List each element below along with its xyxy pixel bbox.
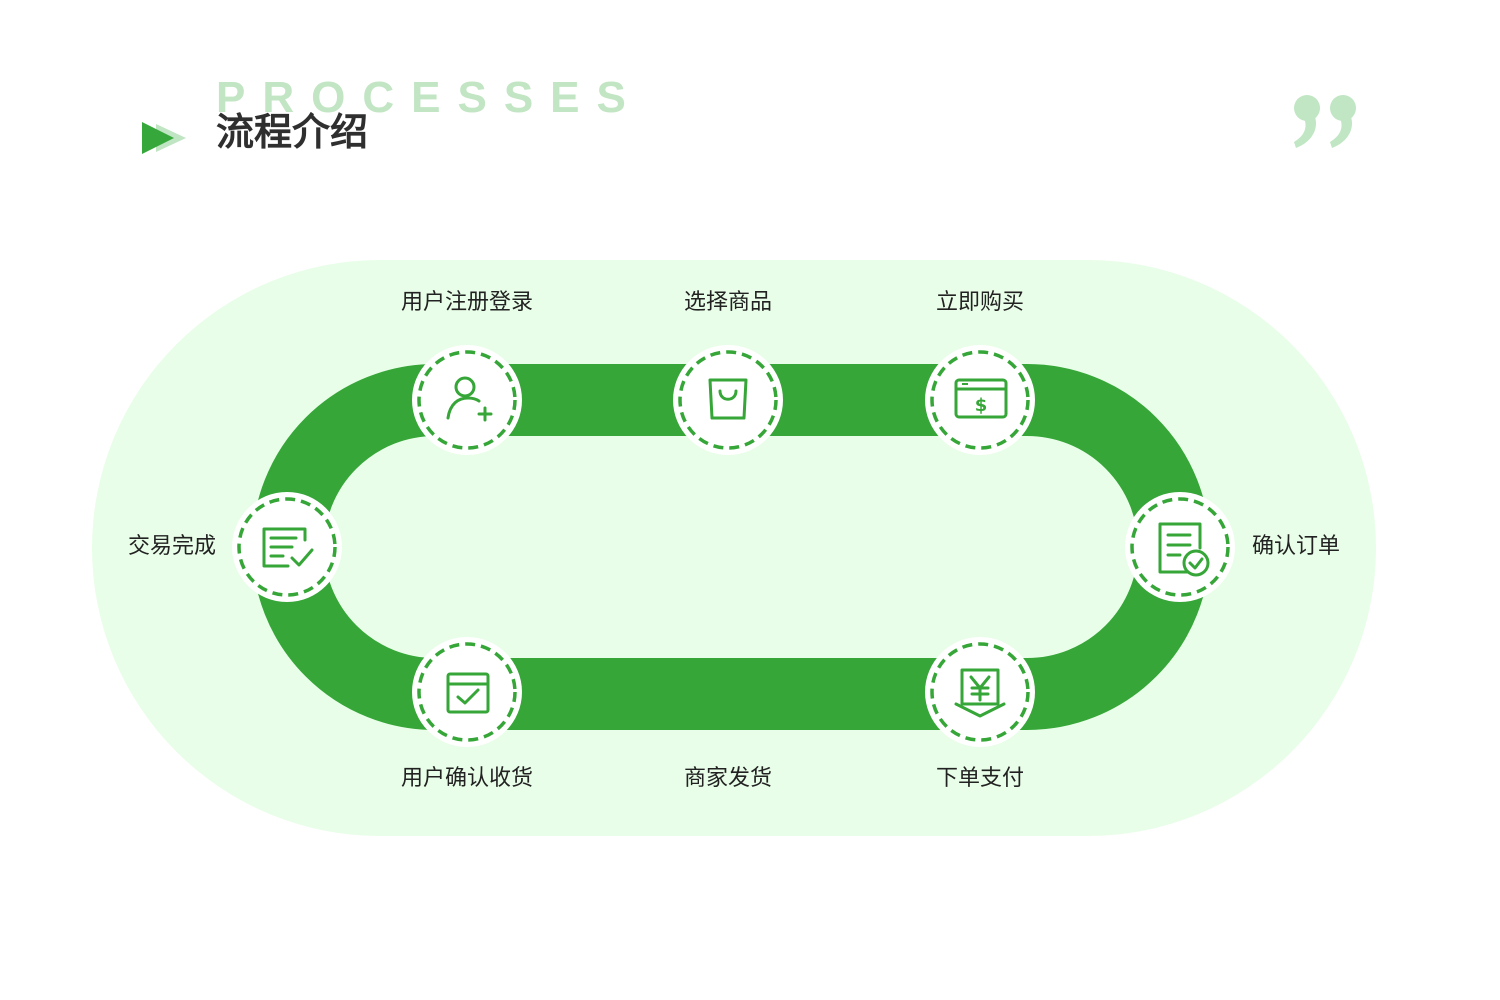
step-label-pay: 下单支付 xyxy=(935,766,1025,791)
box-check-icon xyxy=(446,672,490,714)
step-label-choose-goods: 选择商品 xyxy=(683,290,773,315)
step-label-buy-now: 立即购买 xyxy=(935,290,1025,315)
step-node-register xyxy=(412,345,522,455)
shopping-bag-icon xyxy=(708,378,748,420)
step-node-buy-now: $ xyxy=(925,345,1035,455)
step-label-ship: 商家发货 xyxy=(683,766,773,791)
quote-mark-icon xyxy=(1294,95,1356,148)
step-node-confirm-receipt xyxy=(412,637,522,747)
step-label-register: 用户注册登录 xyxy=(400,290,534,315)
play-arrows-icon xyxy=(142,122,186,154)
yuan-payment-icon xyxy=(954,668,1006,718)
document-check-icon xyxy=(1158,522,1210,577)
form-check-icon xyxy=(262,527,314,568)
step-node-confirm-order xyxy=(1125,492,1235,602)
section-title: 流程介绍 xyxy=(216,110,369,154)
step-node-choose-goods xyxy=(673,345,783,455)
step-node-complete xyxy=(232,492,342,602)
user-add-icon xyxy=(446,376,493,422)
payment-window-icon: $ xyxy=(954,378,1008,419)
step-label-confirm-order: 确认订单 xyxy=(1252,534,1341,559)
section-subtitle-en: PROCESSES xyxy=(216,73,643,122)
step-label-complete: 交易完成 xyxy=(127,534,216,559)
step-label-confirm-receipt: 用户确认收货 xyxy=(400,766,534,791)
svg-text:$: $ xyxy=(975,395,988,416)
step-node-pay xyxy=(925,637,1035,747)
